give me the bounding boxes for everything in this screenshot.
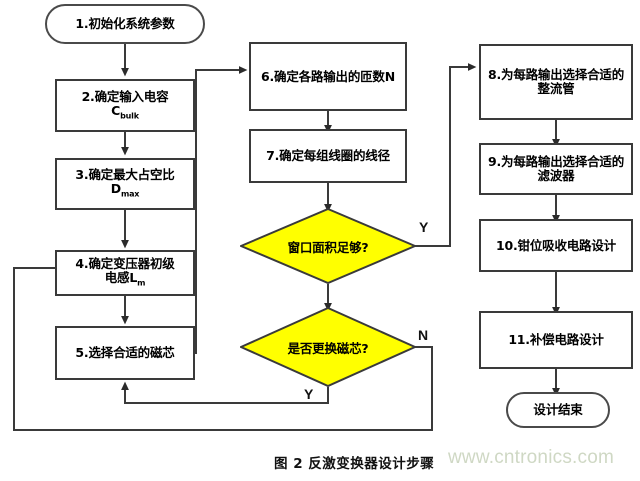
- decision2-shape: [240, 307, 416, 387]
- figure-caption: 图 2 反激变换器设计步骤: [274, 456, 435, 472]
- node-end[interactable]: 设计结束: [506, 392, 610, 428]
- decision1-shape: [240, 208, 416, 284]
- node-step9-label: 9.为每路输出选择合适的滤波器: [487, 154, 625, 183]
- node-step9[interactable]: 9.为每路输出选择合适的滤波器: [479, 143, 633, 195]
- node-step11[interactable]: 11.补偿电路设计: [479, 311, 633, 369]
- node-step11-label: 11.补偿电路设计: [508, 332, 604, 347]
- node-end-label: 设计结束: [533, 402, 583, 417]
- node-step8[interactable]: 8.为每路输出选择合适的整流管: [479, 44, 633, 120]
- node-step7-label: 7.确定每组线圈的线径: [266, 148, 390, 163]
- node-step8-label: 8.为每路输出选择合适的整流管: [487, 67, 625, 96]
- node-step2[interactable]: 2.确定输入电容 Cbulk: [55, 79, 195, 132]
- node-step6[interactable]: 6.确定各路输出的匝数N: [249, 42, 407, 111]
- edge-label-d1-yes: Y: [419, 219, 429, 235]
- node-start[interactable]: 1.初始化系统参数: [45, 4, 205, 44]
- edge-5-to-6-route: [195, 65, 248, 354]
- node-decision2[interactable]: 是否更换磁芯?: [240, 307, 416, 387]
- node-decision2-label: 是否更换磁芯?: [287, 340, 369, 356]
- node-step7[interactable]: 7.确定每组线圈的线径: [249, 129, 407, 183]
- node-step5[interactable]: 5.选择合适的磁芯: [55, 326, 195, 380]
- edge-d1-yes-to-8: [408, 62, 477, 247]
- node-step10[interactable]: 10.钳位吸收电路设计: [479, 219, 633, 272]
- node-step2-symbol: Cbulk: [111, 102, 139, 121]
- node-step6-label: 6.确定各路输出的匝数N: [260, 68, 395, 84]
- node-step5-label: 5.选择合适的磁芯: [75, 345, 175, 360]
- edge-d2-no-to-4: [13, 263, 433, 431]
- node-step4-symbol: 电感Lm: [104, 270, 146, 288]
- edge-label-d2-no: N: [418, 327, 429, 343]
- node-step10-label: 10.钳位吸收电路设计: [496, 237, 616, 253]
- node-step4[interactable]: 4.确定变压器初级 电感Lm: [55, 250, 195, 296]
- node-step2-label: 2.确定输入电容: [81, 88, 169, 104]
- node-step4-label: 4.确定变压器初级: [75, 256, 175, 272]
- node-step3[interactable]: 3.确定最大占空比 Dmax: [55, 158, 195, 210]
- site-watermark: www.cntronics.com: [448, 447, 614, 468]
- edge-d2-yes-to-5: [120, 381, 329, 404]
- node-step3-label: 3.确定最大占空比: [75, 167, 175, 183]
- node-decision1[interactable]: 窗口面积足够?: [240, 208, 416, 284]
- node-step3-symbol: Dmax: [110, 181, 140, 199]
- node-start-label: 1.初始化系统参数: [75, 16, 175, 31]
- node-decision1-label: 窗口面积足够?: [287, 239, 369, 255]
- edge-label-d2-yes: Y: [304, 386, 314, 402]
